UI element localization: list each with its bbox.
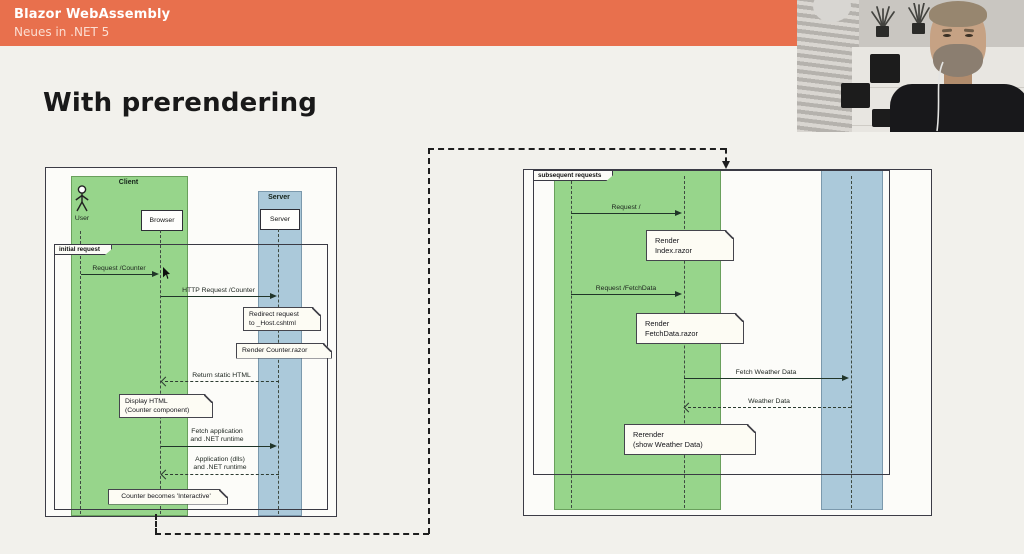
presenter-hair — [929, 1, 987, 27]
arrowhead — [675, 290, 682, 297]
plant-leaves — [871, 6, 895, 29]
window-blinds — [797, 0, 859, 132]
user-lifeline — [80, 231, 81, 514]
user-lifeline — [571, 176, 572, 508]
message-label: Return static HTML — [192, 372, 251, 379]
webcam-panel — [797, 0, 1024, 132]
server-lifeline — [278, 229, 279, 514]
client-group-label: Client — [118, 179, 139, 186]
user-actor-label: User — [74, 215, 90, 222]
note: Display HTML (Counter component) — [119, 394, 213, 418]
message-label: Request /FetchData — [595, 285, 657, 292]
note: Render Counter.razor — [236, 343, 332, 359]
subsequent-requests-frame: subsequent requests — [533, 170, 890, 475]
frame-label: initial request — [54, 244, 112, 255]
message-label: HTTP Request /Counter — [182, 287, 255, 294]
note: Render FetchData.razor — [636, 313, 744, 344]
browser-lifeline — [160, 230, 161, 514]
mouse-cursor-icon — [163, 267, 171, 279]
message-line — [165, 474, 279, 475]
headphone-cable — [936, 61, 944, 132]
sequence-diagram-subsequent-requests: subsequent requests Request / Render Ind… — [523, 169, 932, 516]
user-actor-icon — [75, 185, 89, 212]
initial-request-frame: initial request — [54, 244, 328, 510]
note: Rerender (show Weather Data) — [624, 424, 756, 455]
server-participant-box: Server — [260, 209, 300, 230]
presenter-eye — [943, 34, 951, 37]
message-line — [165, 381, 279, 382]
arrowhead — [675, 209, 682, 216]
deck-subtitle: Neues in .NET 5 — [14, 25, 110, 39]
plant-pot — [912, 23, 925, 34]
message-label: Application (dlls) and .NET runtime — [193, 456, 247, 471]
message-line — [688, 407, 851, 408]
plant — [903, 2, 935, 35]
sequence-diagram-initial-request: Client Server User Browser Server initia… — [45, 167, 337, 517]
slide-header-bar: Blazor WebAssembly Neues in .NET 5 — [0, 0, 797, 46]
shelf-box — [870, 54, 900, 83]
client-participant-group — [71, 176, 188, 516]
presenter-beard — [933, 44, 983, 77]
server-lifeline — [851, 176, 852, 508]
plant-pot — [876, 26, 889, 37]
message-line — [81, 274, 153, 275]
message-line — [571, 294, 676, 295]
presenter — [797, 0, 1024, 132]
browser-participant-box: Browser — [141, 210, 183, 231]
deck-title: Blazor WebAssembly — [14, 7, 171, 22]
plant — [867, 6, 899, 38]
connector-segment — [155, 514, 157, 534]
server-participant-group — [821, 170, 883, 510]
arrowhead — [152, 270, 159, 277]
connector-segment — [155, 533, 429, 535]
message-line — [161, 296, 271, 297]
connector-segment — [428, 148, 430, 534]
connector-segment — [428, 148, 726, 150]
message-label: Fetch Weather Data — [735, 369, 797, 376]
message-line — [161, 446, 271, 447]
connector-arrowhead — [721, 161, 730, 169]
arrowhead — [270, 442, 277, 449]
arrowhead — [270, 292, 277, 299]
message-line — [684, 378, 843, 379]
shelf-box — [841, 83, 870, 108]
message-line — [571, 213, 676, 214]
page-title: With prerendering — [43, 88, 318, 118]
note: Render Index.razor — [646, 230, 734, 261]
wall-lamp — [813, 0, 851, 22]
message-label: Request /Counter — [92, 265, 146, 272]
presenter-shirt — [890, 84, 1024, 132]
arrowhead — [842, 374, 849, 381]
presenter-eye — [965, 34, 973, 37]
note: Counter becomes 'Interactive' — [108, 489, 228, 505]
note: Redirect request to _Host.cshtml — [243, 307, 321, 331]
server-group-label: Server — [268, 194, 290, 201]
connector-segment — [725, 148, 727, 163]
frame-label: subsequent requests — [533, 170, 613, 181]
message-label: Fetch application and .NET runtime — [190, 428, 244, 443]
plant-leaves — [908, 2, 930, 26]
message-label: Request / — [611, 204, 641, 211]
message-label: Weather Data — [748, 398, 790, 405]
